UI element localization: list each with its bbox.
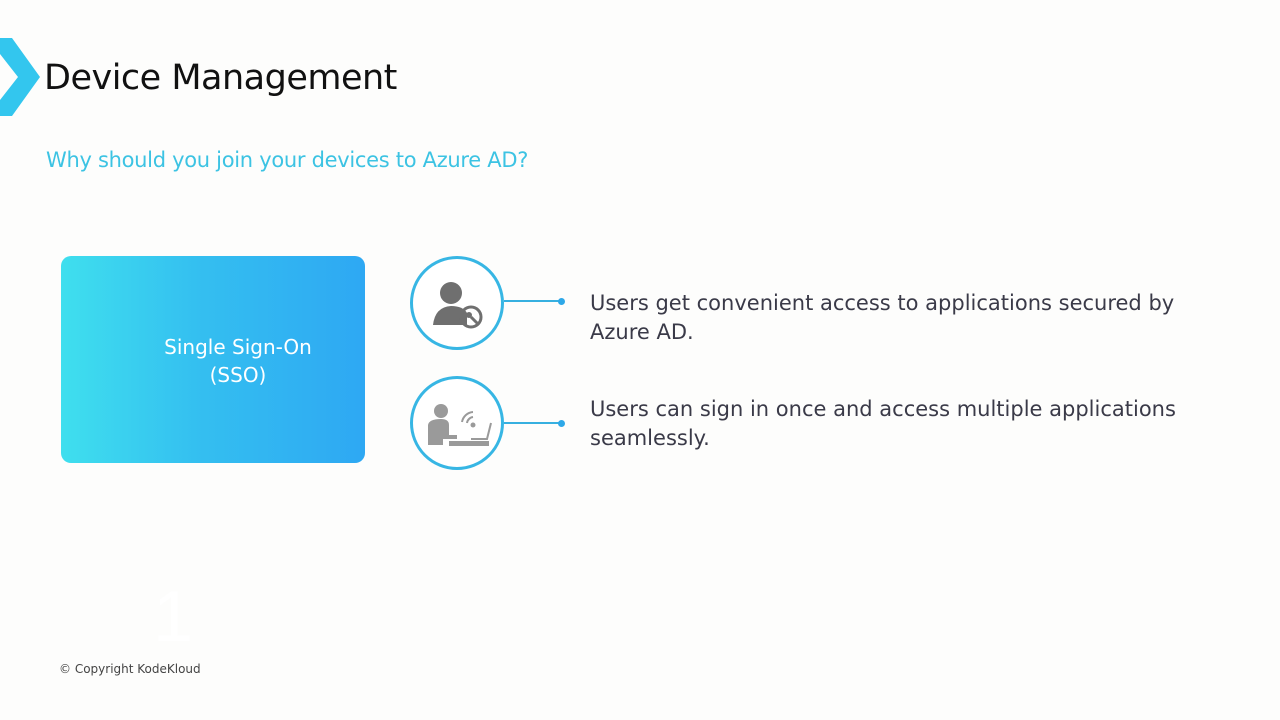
copyright: © Copyright KodeKloud [59,662,201,676]
connector-line [504,422,562,424]
sso-card: 1 Single Sign-On(SSO) [61,256,365,657]
page-title: Device Management [44,58,397,98]
point-text-2: Users can sign in once and access multip… [590,397,1176,450]
user-laptop-wireless-icon [410,376,504,470]
chevron-logo-icon [0,38,40,116]
card-number: 1 [153,577,194,657]
point-text-1: Users get convenient access to applicati… [590,291,1175,344]
card-label: Single Sign-On(SSO) [164,335,312,387]
connector-line [504,300,562,302]
page-subtitle: Why should you join your devices to Azur… [46,148,529,172]
user-key-icon [410,256,504,350]
connector-dot [558,420,565,427]
connector-dot [558,298,565,305]
